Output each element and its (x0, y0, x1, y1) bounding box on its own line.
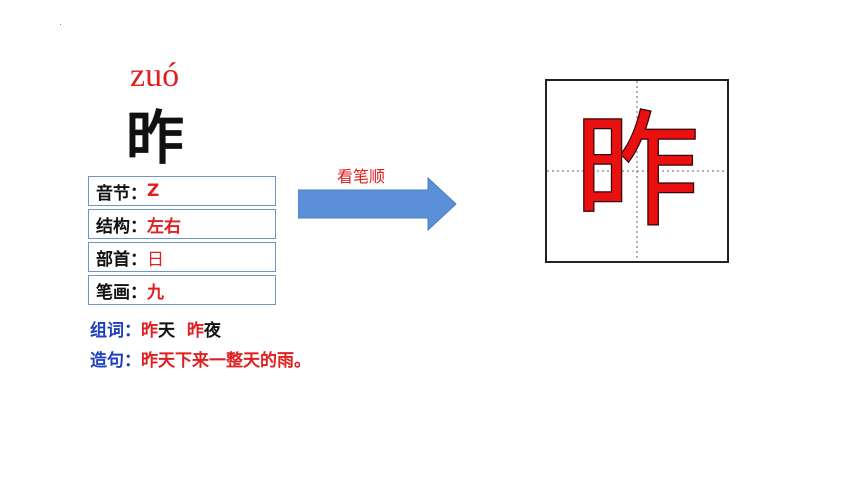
word-1-rest: 天 (158, 321, 175, 341)
info-row-syllable: 音节： Z (88, 176, 276, 206)
arrow-right-icon[interactable] (298, 176, 458, 232)
character-info-table: 音节： Z 结构： 左右 部首： 日 笔画： 九 (88, 176, 276, 308)
info-value: 日 (147, 249, 164, 270)
grid-character: 昨 (575, 100, 699, 244)
sentence-text: 昨天下来一整天的雨。 (141, 351, 311, 371)
words-label: 组词： (90, 321, 141, 341)
info-label: 笔画： (96, 282, 147, 303)
tianzige-grid: 昨 (545, 79, 729, 263)
stroke-order-label[interactable]: 看笔顺 (337, 167, 386, 186)
pinyin: zuó (130, 57, 180, 94)
word-2-char: 昨 (186, 321, 204, 341)
info-label: 结构： (96, 216, 147, 237)
info-value: 左右 (147, 216, 181, 237)
info-value: 九 (147, 282, 164, 303)
word-examples: 组词：昨天 昨夜 (90, 318, 221, 344)
word-1-char: 昨 (141, 321, 158, 341)
decorative-dot (60, 24, 61, 25)
sentence-label: 造句： (90, 351, 141, 371)
word-2-rest: 夜 (203, 321, 221, 341)
info-row-strokes: 笔画： 九 (88, 275, 276, 305)
info-row-structure: 结构： 左右 (88, 209, 276, 239)
info-label: 部首： (96, 249, 147, 270)
info-value: Z (147, 181, 160, 201)
sentence-example: 造句：昨天下来一整天的雨。 (90, 348, 311, 374)
info-row-radical: 部首： 日 (88, 242, 276, 272)
main-character: 昨 (126, 104, 185, 172)
info-label: 音节： (96, 183, 147, 204)
